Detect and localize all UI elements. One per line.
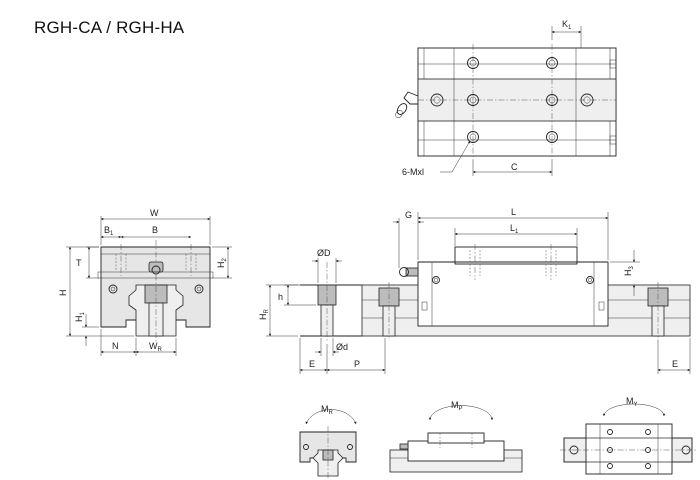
- side-view: L L1 G H3 E: [361, 207, 691, 374]
- dim-hr-label: HR: [258, 309, 270, 321]
- moment-mr-diagram: MR: [299, 404, 357, 480]
- page-title: RGH-CA / RGH-HA: [34, 18, 185, 37]
- mounting-hole: [467, 94, 479, 106]
- moment-mp-label: MP: [451, 400, 463, 412]
- rail-bolt: [378, 282, 400, 340]
- mounting-hole: [546, 57, 558, 69]
- mounting-hole: [546, 94, 558, 106]
- dim-h1-label: H1: [74, 312, 86, 323]
- top-view: K1 C 6-Mxl: [395, 19, 617, 177]
- front-view: W B1 B T H2 H H1 N WR: [58, 208, 232, 356]
- grease-nipple-icon: [395, 91, 419, 118]
- dim-t-label: T: [76, 258, 82, 268]
- dim-h-small-label: h: [278, 292, 283, 302]
- mounting-hole: [467, 57, 479, 69]
- dim-e-left-label: E: [309, 359, 315, 369]
- grease-nipple-icon: [148, 261, 164, 275]
- dim-n-label: N: [112, 341, 119, 351]
- dim-l-label: L: [511, 207, 516, 217]
- mounting-hole: [546, 131, 558, 143]
- rail-bolt: [647, 282, 669, 340]
- end-seal-hole: [430, 93, 444, 107]
- mounting-hole: [467, 131, 479, 143]
- dim-b-label: B: [152, 225, 158, 235]
- rail-section-view: ØD h HR Ød E P: [258, 248, 386, 374]
- dim-p-label: P: [354, 359, 360, 369]
- dim-h3-label: H3: [623, 266, 635, 277]
- moment-my-diagram: MY: [560, 396, 696, 475]
- dim-h-label: H: [58, 290, 68, 297]
- dim-c-label: C: [511, 162, 518, 172]
- dim-g-label: G: [405, 210, 412, 220]
- dim-b1-label: B1: [104, 225, 114, 237]
- dim-e-right-label: E: [672, 359, 678, 369]
- dim-l1-label: L1: [510, 223, 519, 235]
- dim-od-small-label: Ød: [336, 342, 348, 352]
- dim-wr-label: WR: [149, 341, 163, 353]
- dim-6mxl-label: 6-Mxl: [402, 167, 424, 177]
- dim-od-large-label: ØD: [317, 248, 331, 258]
- grease-nipple-icon: [399, 267, 419, 277]
- end-seal-hole: [580, 93, 594, 107]
- moment-mr-label: MR: [321, 404, 334, 416]
- dim-k1-label: K1: [562, 19, 572, 31]
- moment-my-label: MY: [626, 396, 638, 408]
- dim-w-label: W: [150, 208, 159, 218]
- dim-h2-label: H2: [216, 258, 228, 269]
- moment-mp-diagram: MP: [389, 400, 523, 473]
